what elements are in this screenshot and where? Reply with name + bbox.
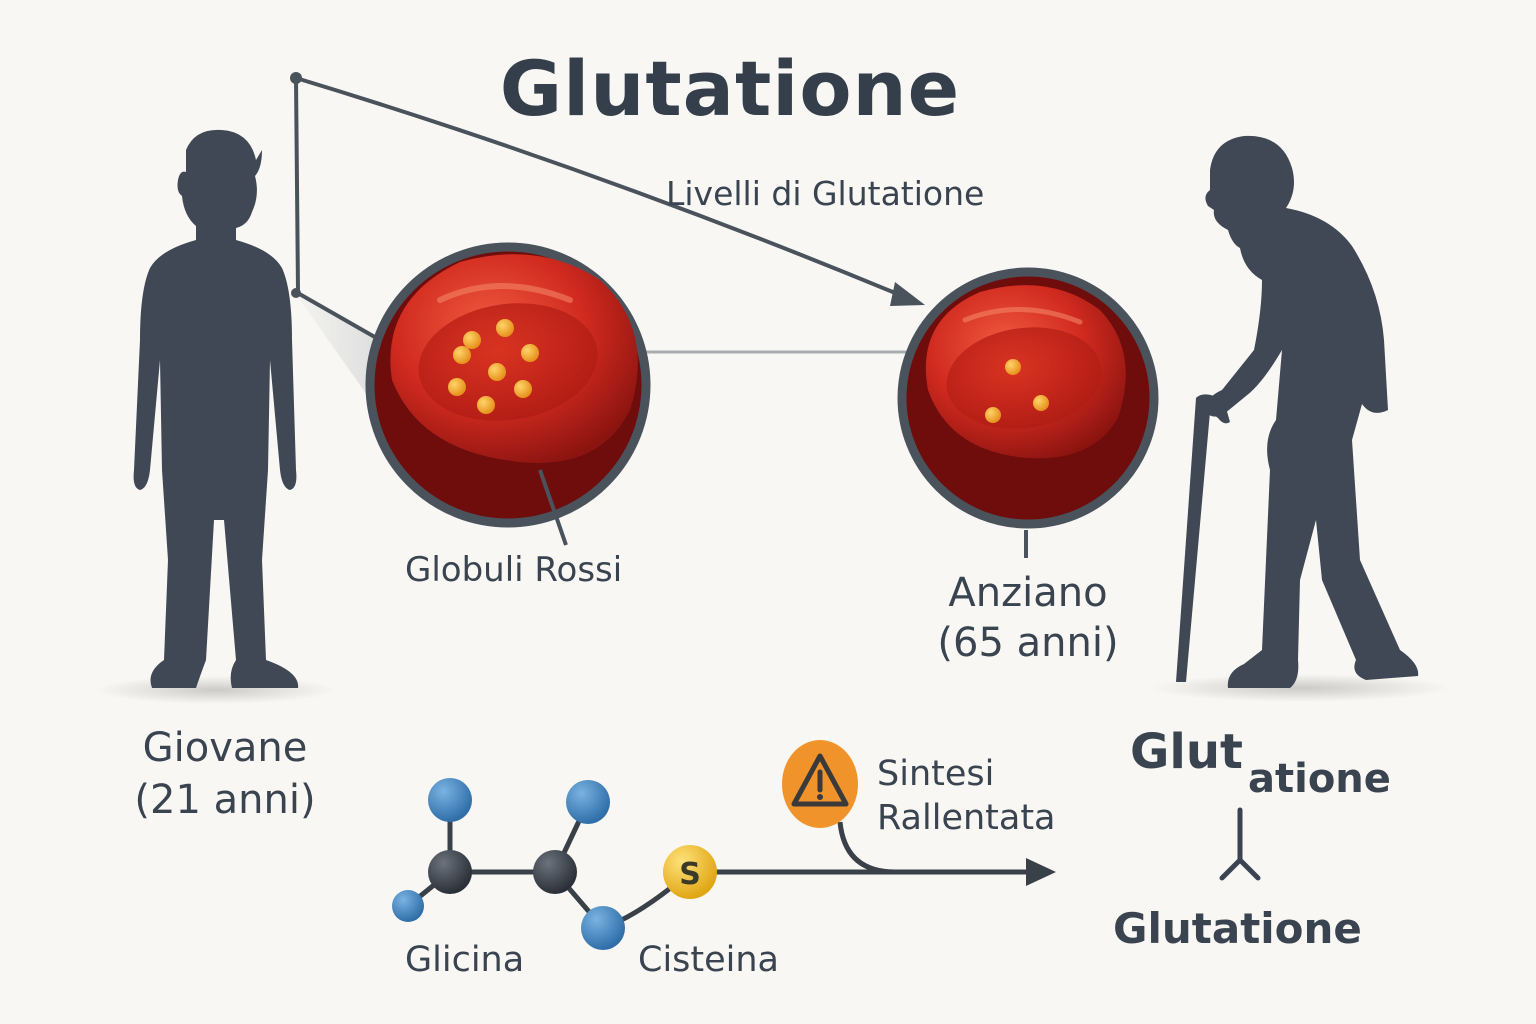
synthesis-label-line2: Rallentata — [877, 798, 1056, 838]
red-cell-pointer — [538, 469, 568, 546]
young-label-line1: Giovane — [142, 725, 308, 771]
glutathione-label-bottom: Glutatione — [1113, 904, 1362, 953]
molecule-icon: S — [392, 778, 1056, 950]
atom-blue — [566, 780, 610, 824]
glutathione-connector — [1219, 807, 1261, 881]
atom-carbon — [428, 850, 472, 894]
atom-sulfur — [663, 845, 717, 899]
trend-arrowhead — [890, 282, 925, 306]
glutathione-label-part-b: atione — [1248, 756, 1391, 802]
page-title: Glutatione — [499, 44, 961, 133]
sulfur-label: S — [679, 857, 701, 892]
elderly-label-line2: (65 anni) — [937, 620, 1119, 666]
red-cells-label: Globuli Rossi — [405, 550, 623, 590]
synthesis-label-line1: Sintesi — [877, 754, 995, 794]
young-person-icon — [133, 129, 299, 689]
synthesis-arrowhead — [1026, 858, 1056, 886]
bracket-dot — [291, 288, 301, 298]
glutathione-label-part-a: Glut — [1130, 724, 1243, 780]
glutathione-dots-elderly — [985, 359, 1049, 423]
levels-trend-line — [294, 76, 914, 354]
elderly-shadow — [1150, 674, 1450, 702]
cysteine-label: Cisteina — [638, 940, 780, 980]
young-label-line2: (21 anni) — [134, 777, 316, 823]
elderly-label: Anziano (65 anni) — [918, 568, 1138, 668]
glutathione-dots-young — [448, 319, 539, 414]
synthesis-label: Sintesi Rallentata — [877, 752, 1056, 840]
atom-blue — [392, 890, 424, 922]
young-shadow — [95, 676, 335, 704]
glycine-label: Glicina — [405, 940, 525, 980]
red-cell-elderly — [897, 267, 1159, 529]
warning-icon — [782, 740, 858, 828]
atom-carbon — [533, 850, 577, 894]
red-cell-young — [365, 242, 651, 528]
warning-connector — [837, 821, 896, 875]
young-label: Giovane (21 anni) — [110, 722, 340, 826]
trend-start-dot — [290, 72, 302, 84]
atom-blue — [428, 778, 472, 822]
levels-label: Livelli di Glutatione — [666, 174, 985, 213]
elderly-person-icon — [1176, 135, 1419, 688]
elderly-label-line1: Anziano — [948, 570, 1108, 616]
atom-blue — [581, 906, 625, 950]
